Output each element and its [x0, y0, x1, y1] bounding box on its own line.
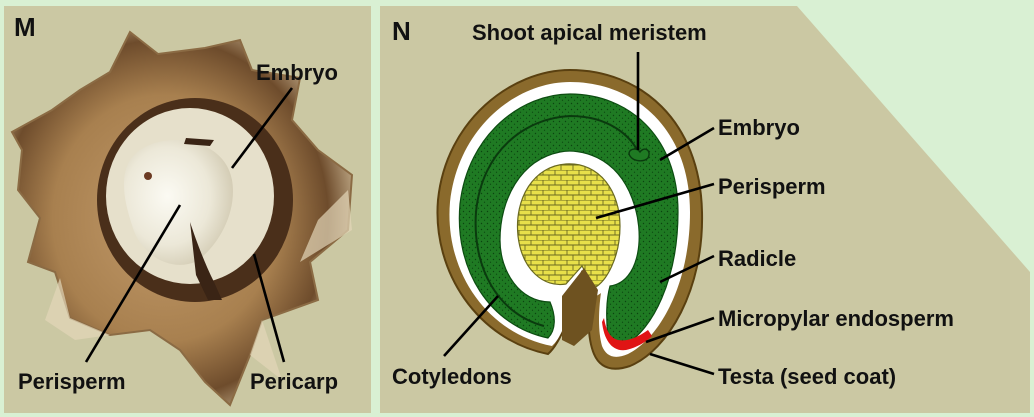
- label-cotyledons: Cotyledons: [392, 364, 512, 389]
- panel-n: N Shoot apical meristem Embryo Perisperm…: [380, 6, 1030, 413]
- label-perisperm-n: Perisperm: [718, 174, 826, 199]
- panel-m: M Embryo Perisperm Pericarp: [4, 6, 371, 413]
- label-radicle: Radicle: [718, 246, 796, 271]
- label-micropylar-endosperm: Micropylar endosperm: [718, 306, 954, 331]
- seed-speck: [144, 172, 152, 180]
- perisperm-body: [517, 164, 620, 288]
- label-perisperm-m: Perisperm: [18, 369, 126, 394]
- panel-n-letter: N: [392, 16, 411, 46]
- panel-m-letter: M: [14, 12, 36, 42]
- label-testa: Testa (seed coat): [718, 364, 896, 389]
- label-embryo-m: Embryo: [256, 60, 338, 85]
- shoot-apical-meristem-marker: [629, 149, 649, 161]
- label-pericarp-m: Pericarp: [250, 369, 338, 394]
- label-embryo-n: Embryo: [718, 115, 800, 140]
- label-shoot-apical-meristem: Shoot apical meristem: [472, 20, 707, 45]
